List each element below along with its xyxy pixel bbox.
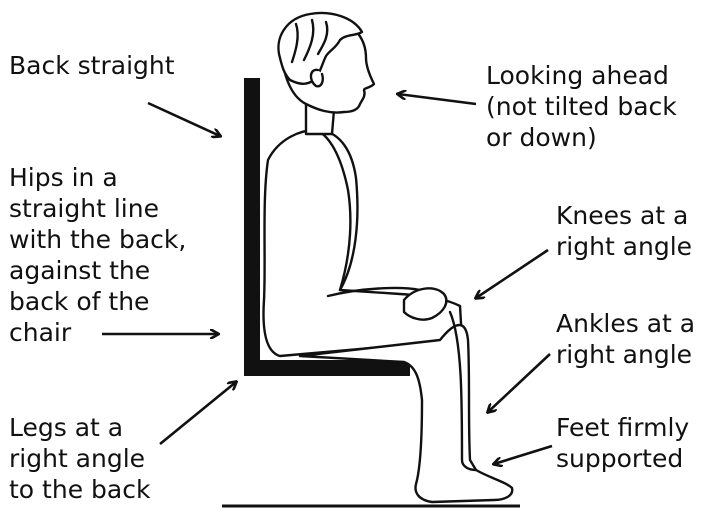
label-line: back of the	[9, 287, 150, 316]
back-contour	[318, 130, 352, 292]
arrow-feet	[494, 444, 553, 464]
annotation-arrows	[102, 94, 553, 464]
label-line: or down)	[486, 123, 597, 152]
arrow-back	[147, 101, 220, 136]
label-line: Legs at a	[9, 413, 124, 442]
hair-strands	[290, 18, 329, 64]
torso	[262, 128, 464, 358]
label-line: Knees at a	[556, 201, 689, 230]
chair-back	[244, 78, 260, 376]
label-line: Feet firmly	[556, 413, 690, 442]
leg	[298, 323, 514, 504]
arrow-looking	[398, 94, 477, 106]
arrow-knees	[476, 248, 549, 298]
label-line: Hips in a	[9, 163, 118, 192]
label-line: chair	[9, 318, 72, 347]
arrow-legs	[159, 382, 236, 446]
chair	[244, 78, 410, 376]
hand	[402, 287, 448, 321]
seated-person	[262, 11, 514, 504]
label-line: to the back	[9, 475, 151, 504]
label-line: right angle	[556, 340, 693, 369]
shin-line	[448, 310, 478, 472]
label-line: straight line	[9, 194, 159, 223]
label-line: Ankles at a	[556, 309, 696, 338]
label-line: right angle	[556, 232, 693, 261]
label-line: against the	[9, 256, 151, 285]
chair-seat	[244, 360, 410, 376]
label-line: Looking ahead	[486, 61, 669, 90]
label-line: supported	[556, 444, 684, 473]
arrow-ankles	[488, 353, 551, 412]
ear	[309, 68, 324, 88]
label-line: (not tilted back	[486, 92, 677, 121]
label-line: with the back,	[9, 225, 187, 254]
label-back-straight: Back straight	[9, 50, 175, 81]
label-line: right angle	[9, 444, 146, 473]
label-line: Back straight	[9, 51, 175, 80]
